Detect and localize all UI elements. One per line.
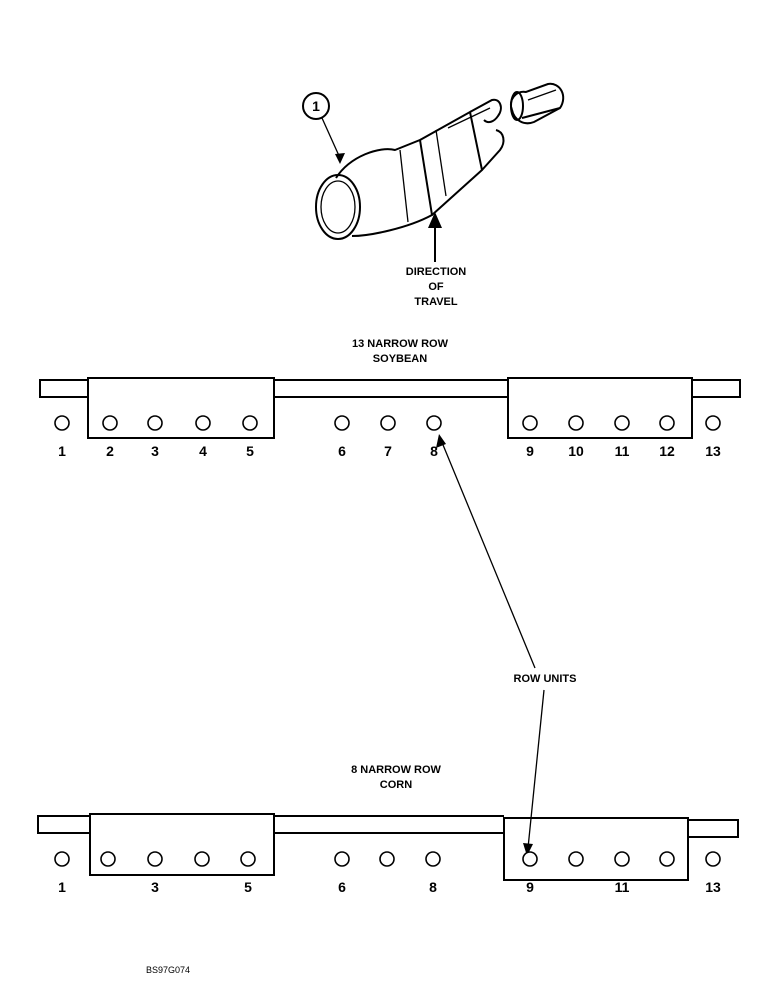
direction-arrow-icon: [428, 212, 442, 228]
soybean-row-unit: [334, 415, 350, 431]
soybean-row-number: 9: [526, 443, 534, 459]
corn-row-number: 13: [705, 879, 721, 895]
corn-row-units: [54, 851, 721, 867]
corn-row-unit: [100, 851, 116, 867]
soybean-row-unit: [102, 415, 118, 431]
soybean-row-number: 1: [58, 443, 66, 459]
figure-code: BS97G074: [146, 965, 190, 975]
svg-text:13 NARROW ROW: 13 NARROW ROW: [352, 338, 449, 350]
corn-row-unit: [240, 851, 256, 867]
corn-row-number: 11: [615, 879, 630, 895]
soybean-row-number: 4: [199, 443, 207, 459]
svg-text:DIRECTION: DIRECTION: [406, 266, 467, 278]
svg-text:TRAVEL: TRAVEL: [414, 296, 457, 308]
soybean-row-unit: [705, 415, 721, 431]
soybean-row-number: 6: [338, 443, 346, 459]
corn-row-unit: [379, 851, 395, 867]
row-units-leaders: [436, 434, 545, 856]
soybean-row-number: 3: [151, 443, 159, 459]
soybean-row-unit: [426, 415, 442, 431]
corn-row-unit: [568, 851, 584, 867]
corn-row-unit: [425, 851, 441, 867]
corn-row-unit: [54, 851, 70, 867]
soybean-row-unit: [522, 415, 538, 431]
soybean-title: 13 NARROW ROW SOYBEAN: [352, 338, 449, 365]
corn-row-unit: [194, 851, 210, 867]
soybean-row-unit: [659, 415, 675, 431]
soybean-row-unit: [614, 415, 630, 431]
soybean-row-number: 2: [106, 443, 114, 459]
corn-row-number: 6: [338, 879, 346, 895]
svg-text:8 NARROW ROW: 8 NARROW ROW: [351, 764, 441, 776]
corn-row-unit: [659, 851, 675, 867]
soybean-row-unit: [147, 415, 163, 431]
corn-planter-frame: [37, 813, 739, 881]
seed-tube-illustration: 1: [302, 82, 565, 262]
soybean-row-unit: [54, 415, 70, 431]
corn-row-unit: [614, 851, 630, 867]
soybean-row-units: [54, 415, 721, 431]
row-units-label: ROW UNITS: [514, 673, 577, 685]
direction-of-travel-label: DIRECTION OF TRAVEL: [406, 266, 467, 308]
corn-row-number: 5: [244, 879, 252, 895]
callout-1: 1: [312, 98, 320, 114]
soybean-row-unit: [195, 415, 211, 431]
soybean-row-unit: [568, 415, 584, 431]
svg-text:OF: OF: [428, 281, 444, 293]
soybean-planter-frame: [39, 377, 741, 439]
corn-row-number: 1: [58, 879, 66, 895]
corn-row-number: 3: [151, 879, 159, 895]
corn-row-number: 9: [526, 879, 534, 895]
soybean-row-unit: [242, 415, 258, 431]
soybean-row-number: 12: [659, 443, 675, 459]
corn-row-unit: [147, 851, 163, 867]
soybean-row-number: 5: [246, 443, 254, 459]
soybean-row-number: 13: [705, 443, 721, 459]
corn-row-unit: [522, 851, 538, 867]
corn-row-unit: [705, 851, 721, 867]
corn-title: 8 NARROW ROW CORN: [351, 764, 441, 791]
svg-text:SOYBEAN: SOYBEAN: [373, 353, 427, 365]
soybean-row-unit: [380, 415, 396, 431]
soybean-row-number: 7: [384, 443, 392, 459]
soybean-row-number: 11: [615, 443, 630, 459]
soybean-row-number: 10: [568, 443, 584, 459]
corn-row-number: 8: [429, 879, 437, 895]
corn-row-unit: [334, 851, 350, 867]
soybean-row-number: 8: [430, 443, 438, 459]
svg-text:CORN: CORN: [380, 779, 412, 791]
